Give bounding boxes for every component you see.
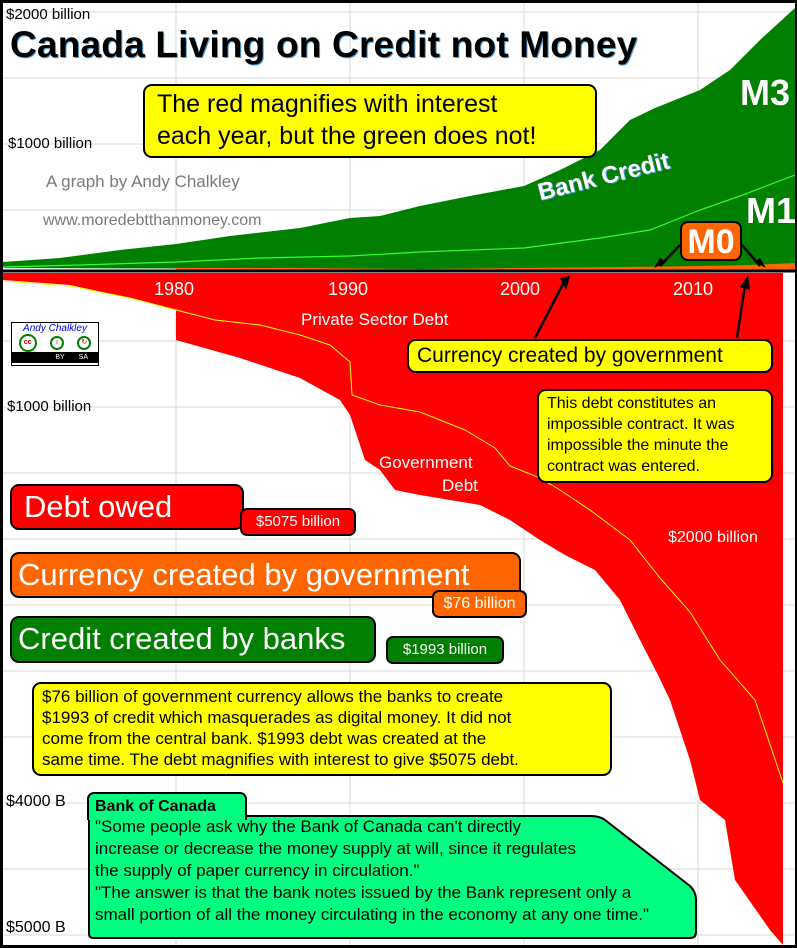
government-debt-label-1: Government <box>379 453 473 472</box>
year-1980: 1980 <box>154 279 195 299</box>
arrow-2000 <box>533 279 567 339</box>
lower-y-label-5000: $5000 B <box>6 919 66 936</box>
explanation-line-2: $1993 of credit which masquerades as dig… <box>42 708 512 727</box>
impossible-line-2: impossible contract. It was <box>547 416 735 433</box>
m1-label: M1 <box>746 190 797 231</box>
legend-currency-government-value: $76 billion <box>432 590 527 618</box>
bank-of-canada-heading: Bank of Canada <box>87 792 247 820</box>
explanation-callout: $76 billion of government currency allow… <box>32 682 612 776</box>
headline-line-1: The red magnifies with interest <box>157 90 498 118</box>
quote-line-1: "Some people ask why the Bank of Canada … <box>95 817 522 836</box>
page-title: Canada Living on Credit not Money <box>10 24 638 65</box>
explanation-line-4: same time. The debt magnifies with inter… <box>42 750 519 769</box>
legend-debt-owed: Debt owed <box>10 484 244 530</box>
impossible-contract-callout: This debt constitutes an impossible cont… <box>537 389 773 483</box>
bank-of-canada-callout-shape <box>88 815 697 939</box>
currency-government-callout: Currency created by government <box>407 339 773 373</box>
upper-y-label-2000: $2000 billion <box>6 6 91 23</box>
headline-line-2: each year, but the green does not! <box>157 122 537 150</box>
headline-callout: The red magnifies with interest each yea… <box>143 84 597 158</box>
upper-y-label-1000: $1000 billion <box>8 135 93 152</box>
quote-line-2: increase or decrease the money supply at… <box>95 839 576 858</box>
legend-currency-government: Currency created by government <box>10 552 521 598</box>
quote-line-4: "The answer is that the bank notes issue… <box>95 883 632 902</box>
quote-line-5: small portion of all the money circulati… <box>95 905 650 924</box>
license-term-sa: SA <box>78 354 88 361</box>
impossible-line-4: contract was entered. <box>547 458 700 475</box>
m0-area <box>176 263 795 271</box>
arrow-2010 <box>735 284 747 339</box>
year-2010: 2010 <box>673 279 714 299</box>
explanation-line-1: $76 billion of government currency allow… <box>42 687 504 706</box>
m3-label: M3 <box>740 72 791 113</box>
impossible-line-3: impossible the minute the <box>547 437 729 454</box>
year-2000: 2000 <box>500 279 541 299</box>
author-credit: A graph by Andy Chalkley <box>46 172 240 191</box>
lower-y-label-2000: $2000 billion <box>668 529 758 546</box>
impossible-line-1: This debt constitutes an <box>547 395 716 412</box>
m3-area <box>3 8 795 270</box>
lower-y-label-1000: $1000 billion <box>7 398 92 415</box>
government-debt-label-2: Debt <box>442 476 478 495</box>
government-debt-line <box>2 280 784 784</box>
m1-line <box>2 174 796 268</box>
lower-y-label-4000: $4000 B <box>6 793 66 810</box>
quote-line-3: the supply of paper currency in circulat… <box>95 861 420 880</box>
legend-debt-owed-value: $5075 billion <box>240 508 356 536</box>
legend-credit-banks-value: $1993 billion <box>386 636 504 664</box>
private-sector-debt-label: Private Sector Debt <box>301 310 449 329</box>
attribution-icon: i <box>49 336 64 350</box>
bank-of-canada-quote: "Some people ask why the Bank of Canada … <box>87 816 649 926</box>
explanation-line-3: come from the central bank. $1993 debt w… <box>42 729 487 748</box>
license-badge[interactable]: Andy Chalkley cc i ↻ BY SA <box>11 322 99 366</box>
license-author: Andy Chalkley <box>23 323 87 334</box>
year-1990: 1990 <box>328 279 369 299</box>
creative-commons-icon: cc <box>18 334 37 352</box>
share-alike-icon: ↻ <box>77 336 92 350</box>
m0-label: M0 <box>680 221 742 261</box>
legend-credit-banks: Credit created by banks <box>10 616 376 663</box>
license-term-by: BY <box>55 354 65 361</box>
website-link[interactable]: www.moredebtthanmoney.com <box>43 212 262 229</box>
